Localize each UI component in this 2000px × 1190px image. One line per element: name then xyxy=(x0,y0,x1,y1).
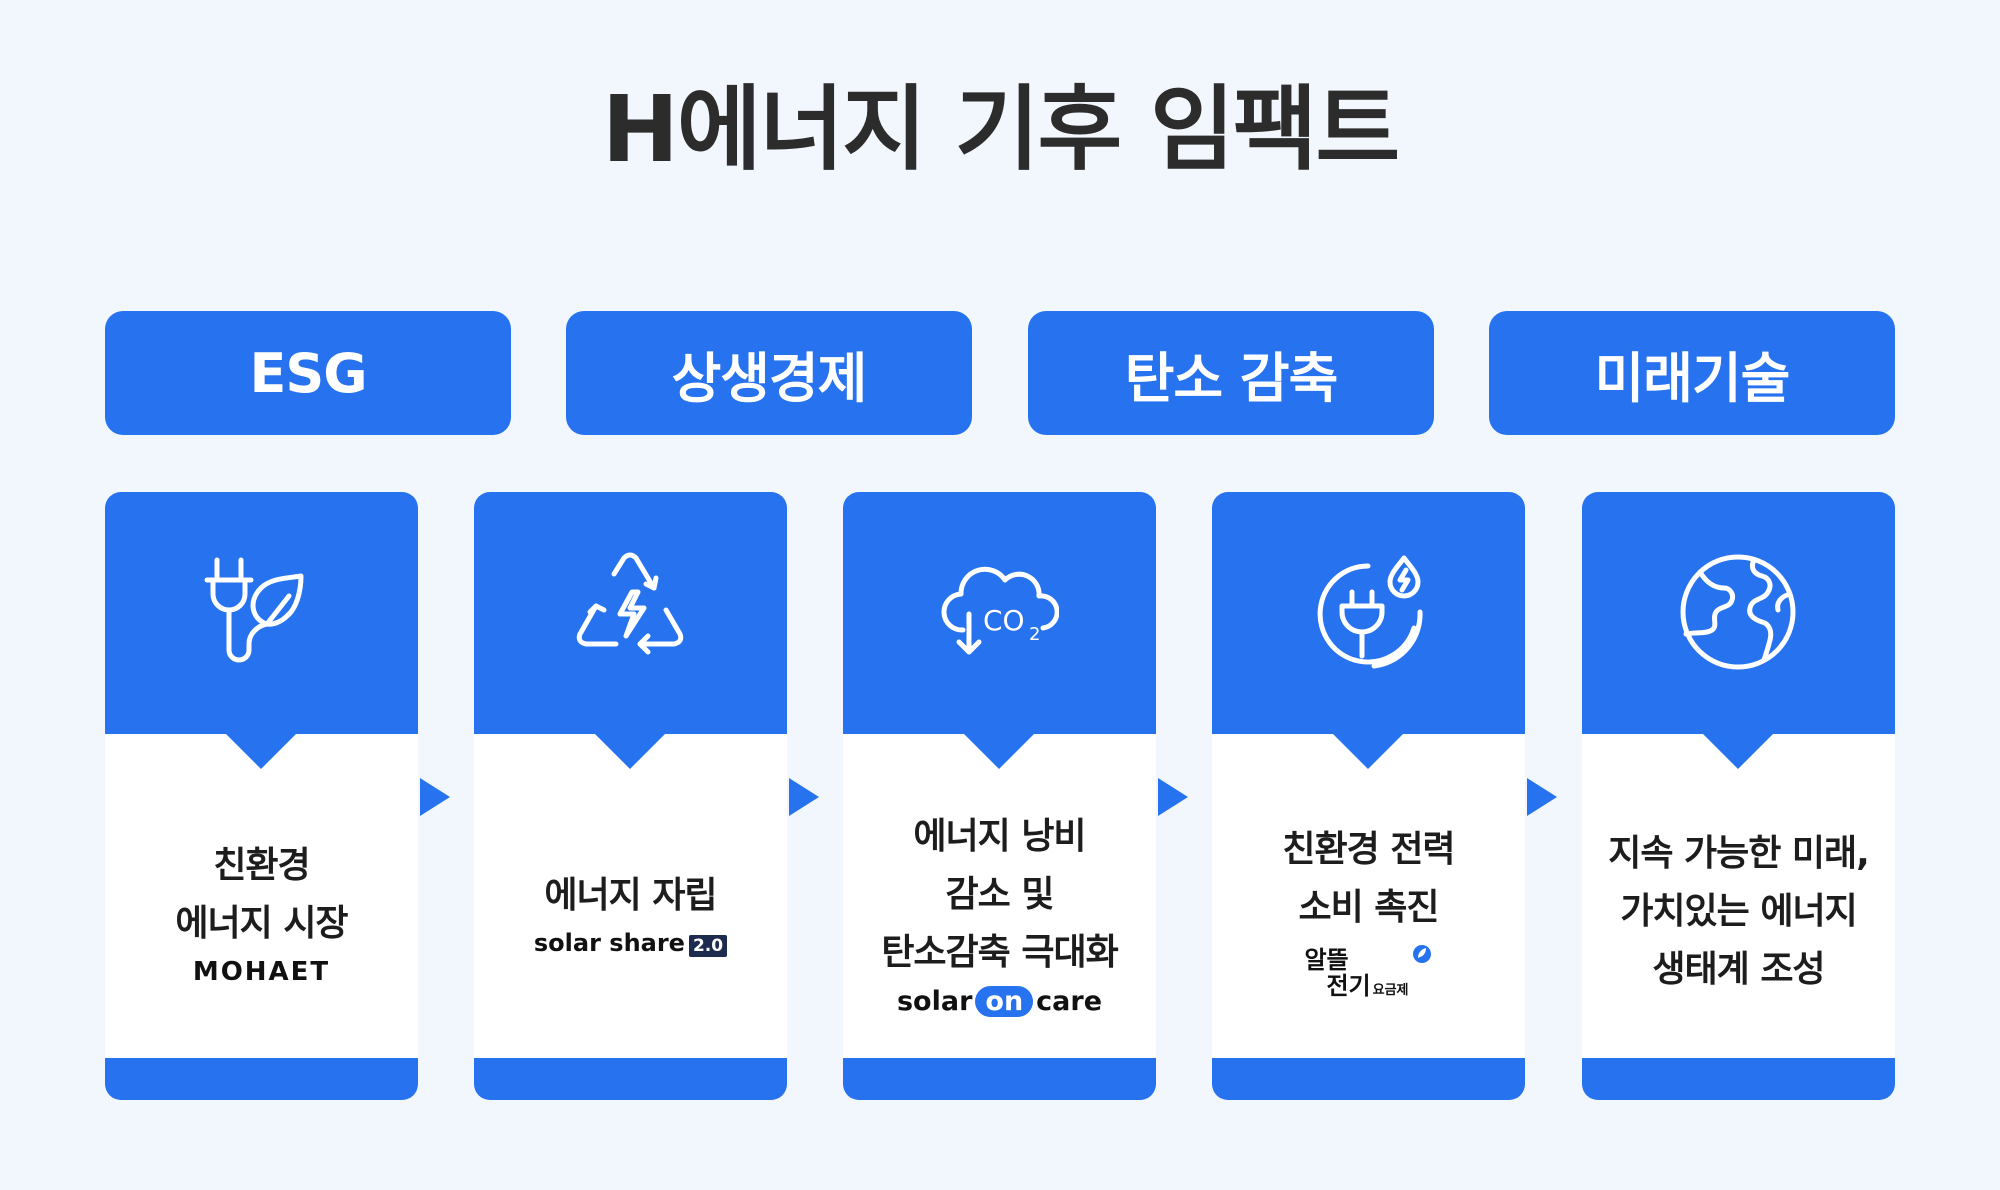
svg-text:CO: CO xyxy=(983,604,1025,637)
card-body: 지속 가능한 미래, 가치있는 에너지 생태계 조성 xyxy=(1582,792,1895,1032)
card-body: 친환경 에너지 시장 MOHAET xyxy=(105,792,418,1032)
plug-water-icon xyxy=(1308,552,1428,672)
flow-arrow-icon xyxy=(420,778,450,816)
flow-arrow-icon xyxy=(789,778,819,816)
card-text-line: 에너지 시장 xyxy=(175,903,348,944)
solar-share-logo-text: solar share xyxy=(533,929,685,957)
globe-icon xyxy=(1678,552,1798,672)
altteul-logo-row1: 알뜰 xyxy=(1304,945,1349,974)
card-pointer xyxy=(1332,733,1404,769)
card-pointer xyxy=(594,733,666,769)
solar-on-care-post: care xyxy=(1036,985,1103,1017)
card-header xyxy=(105,492,418,734)
category-future-tech: 미래기술 xyxy=(1489,311,1895,435)
card-pointer xyxy=(963,733,1035,769)
card-text-line: 탄소감축 극대화 xyxy=(881,931,1118,973)
card-text-line: 생태계 조성 xyxy=(1652,949,1825,990)
altteul-logo-row2-text: 전기 xyxy=(1326,971,1371,1000)
card-header xyxy=(843,492,1156,734)
plug-leaf-icon xyxy=(201,552,321,672)
altteul-logo-small: 요금제 xyxy=(1372,982,1409,998)
flow-arrow-icon xyxy=(1158,778,1188,816)
card-text-line: 가치있는 에너지 xyxy=(1620,891,1857,932)
recycle-bolt-icon xyxy=(570,552,690,672)
flow-arrow-icon xyxy=(1527,778,1557,816)
page-title: H에너지 기후 임팩트 xyxy=(601,76,1400,183)
card-footer-bar xyxy=(474,1058,787,1100)
card-text-line: 소비 촉진 xyxy=(1298,886,1439,928)
solar-on-care-on-badge: on xyxy=(975,985,1034,1017)
impact-card-5: 지속 가능한 미래, 가치있는 에너지 생태계 조성 xyxy=(1582,492,1895,1100)
card-pointer xyxy=(1702,733,1774,769)
card-footer-bar xyxy=(1212,1058,1525,1100)
card-footer-bar xyxy=(105,1058,418,1100)
svg-text:2: 2 xyxy=(1029,624,1040,645)
card-text-line: 에너지 자립 xyxy=(544,875,717,916)
card-text-line: 지속 가능한 미래, xyxy=(1608,833,1870,874)
card-text-line: 에너지 낭비 xyxy=(913,815,1086,857)
impact-card-1: 친환경 에너지 시장 MOHAET xyxy=(105,492,418,1100)
card-pointer xyxy=(225,733,297,769)
card-text-line: 친환경 전력 xyxy=(1282,828,1455,870)
solar-share-version-badge: 2.0 xyxy=(688,935,728,957)
card-header xyxy=(1582,492,1895,734)
card-text-line: 친환경 xyxy=(213,845,310,886)
category-shared-economy: 상생경제 xyxy=(566,311,972,435)
category-carbon-reduction: 탄소 감축 xyxy=(1028,311,1434,435)
altteul-logo-mark-icon xyxy=(1412,944,1431,963)
card-text-line: 감소 및 xyxy=(945,873,1055,915)
category-esg: ESG xyxy=(105,311,511,435)
card-footer-bar xyxy=(843,1058,1156,1100)
card-header xyxy=(1212,492,1525,734)
solar-on-care-pre: solar xyxy=(896,985,973,1017)
co2-cloud-icon: CO 2 xyxy=(939,552,1060,672)
mohaet-logo: MOHAET xyxy=(192,957,331,987)
card-footer-bar xyxy=(1582,1058,1895,1100)
